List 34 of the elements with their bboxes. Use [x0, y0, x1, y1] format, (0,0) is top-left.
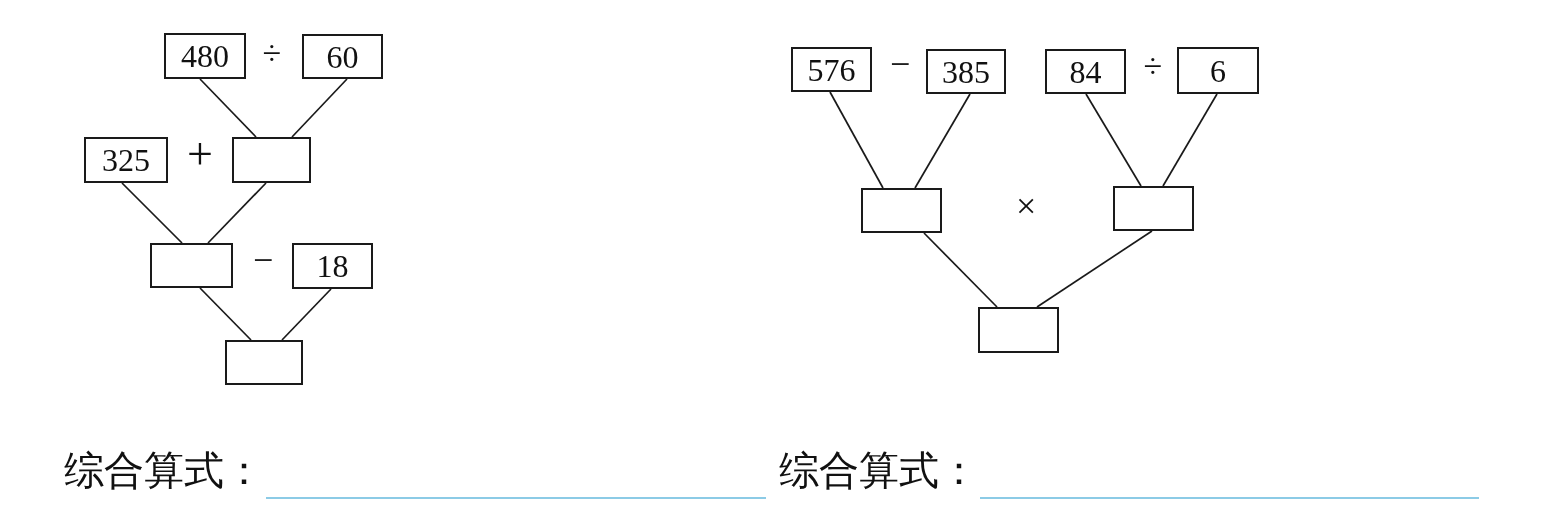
connector-line: [829, 91, 884, 189]
number-box: 325: [84, 137, 168, 183]
connector-line: [121, 182, 183, 244]
answer-box: [232, 137, 311, 183]
number-box: 385: [926, 49, 1006, 94]
number-box: 6: [1177, 47, 1259, 94]
connector-line: [199, 78, 257, 138]
answer-box: [225, 340, 303, 385]
connector-line: [1162, 93, 1218, 187]
operator-symbol: +: [186, 131, 215, 178]
operator-symbol: −: [888, 45, 912, 82]
connector-line: [207, 182, 267, 244]
operator-symbol: ×: [1014, 187, 1038, 224]
connector-line: [1085, 93, 1142, 187]
number-box: 576: [791, 47, 872, 92]
connector-line: [1036, 230, 1153, 308]
answer-box: [1113, 186, 1194, 231]
connector-line: [199, 287, 252, 341]
number-box: 60: [302, 34, 383, 79]
prompt-label: 综合算式：: [64, 451, 264, 491]
connector-line: [914, 93, 971, 189]
connector-line: [291, 78, 348, 138]
answer-box: [861, 188, 942, 233]
operator-symbol: ÷: [261, 35, 283, 70]
prompt-label: 综合算式：: [779, 451, 979, 491]
operator-symbol: −: [251, 241, 275, 278]
answer-box: [978, 307, 1059, 353]
number-box: 84: [1045, 49, 1126, 94]
answer-box: [150, 243, 233, 288]
connector-line: [281, 288, 332, 341]
number-box: 480: [164, 33, 246, 79]
number-box: 18: [292, 243, 373, 289]
connector-line: [923, 232, 998, 308]
operator-symbol: ÷: [1142, 48, 1164, 83]
